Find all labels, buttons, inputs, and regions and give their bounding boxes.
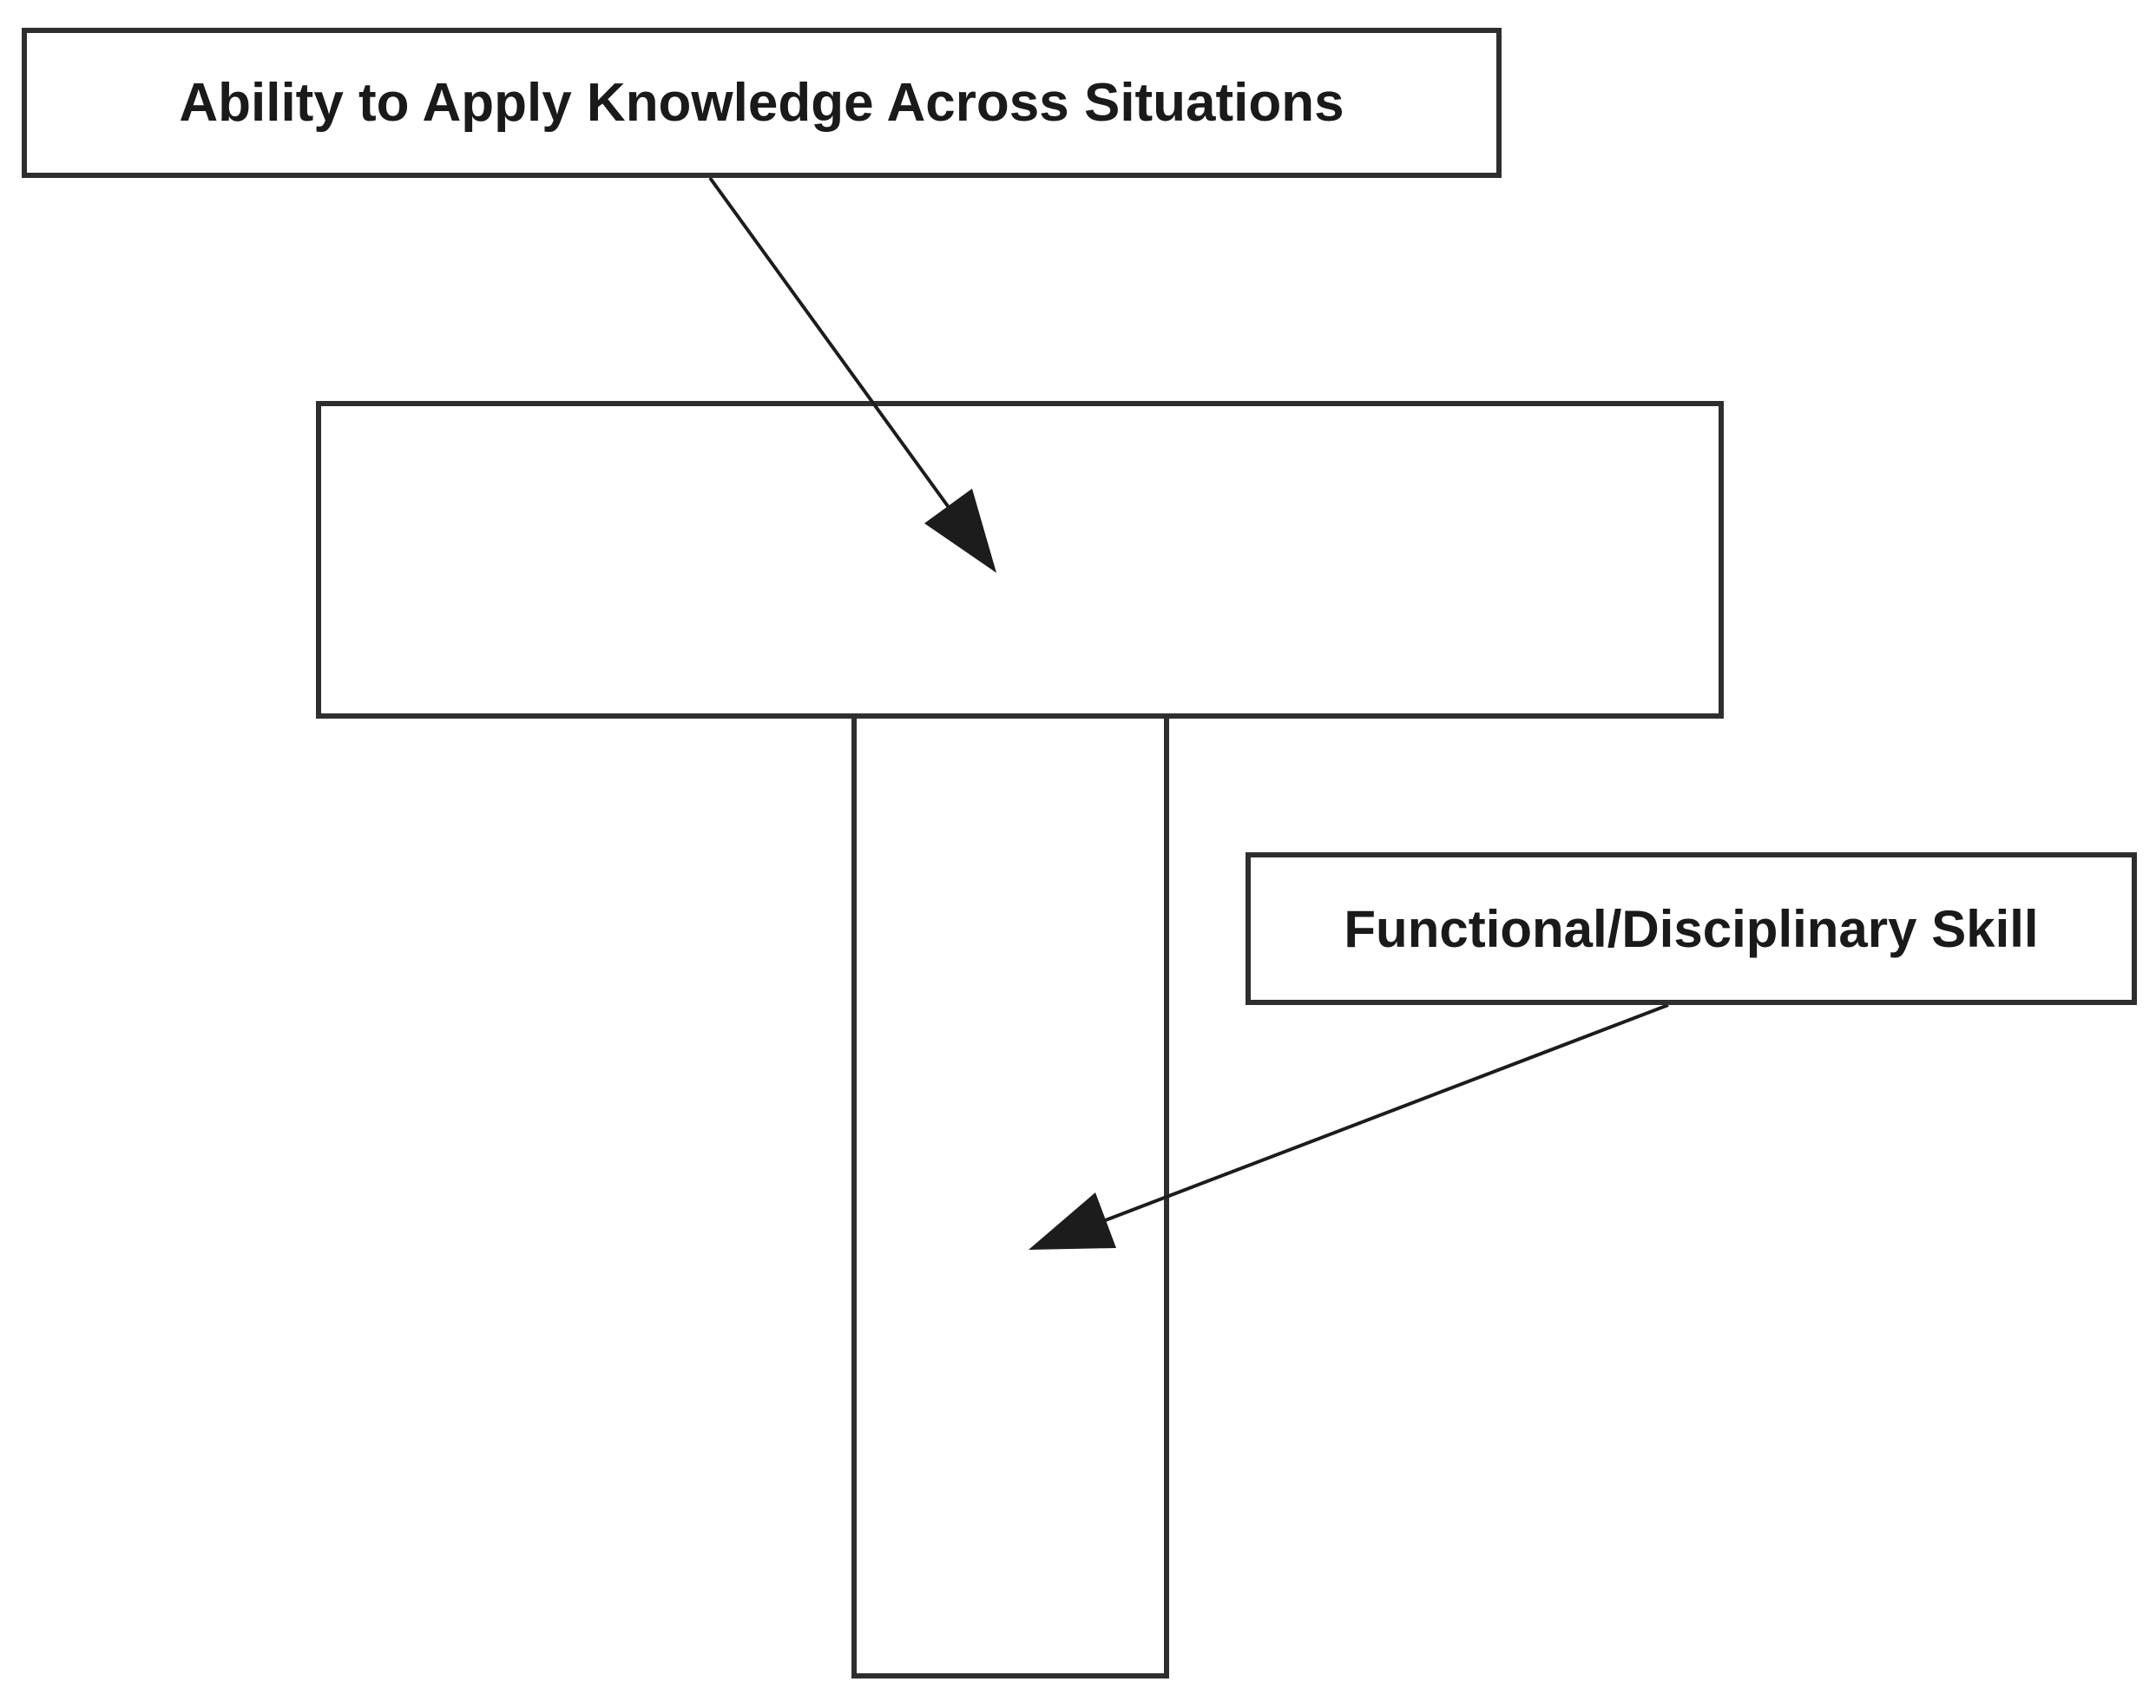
arrow-line-right-label-to-vertical-bar	[1084, 1003, 1669, 1230]
arrowhead-icon	[1029, 1192, 1116, 1250]
arrow-line-top-label-to-horizontal-bar	[708, 176, 965, 529]
arrowhead-icon	[924, 489, 996, 573]
horizontal-bar	[316, 401, 1724, 719]
label-ability-to-apply-knowledge: Ability to Apply Knowledge Across Situat…	[22, 28, 1502, 178]
label-functional-disciplinary-skill: Functional/Disciplinary Skill	[1246, 852, 2137, 1005]
label-ability-text: Ability to Apply Knowledge Across Situat…	[179, 73, 1344, 133]
label-functional-text: Functional/Disciplinary Skill	[1344, 899, 2039, 958]
vertical-bar	[851, 709, 1169, 1678]
